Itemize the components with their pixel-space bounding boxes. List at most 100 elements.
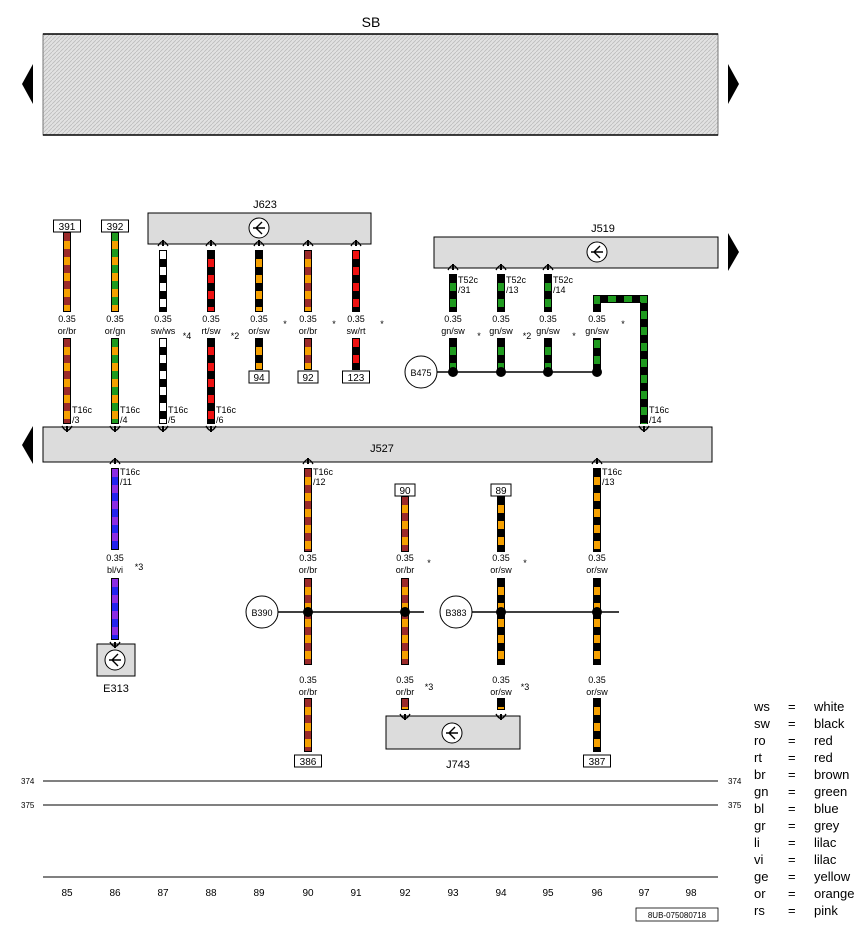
wire-note: *3 <box>521 682 530 692</box>
wire-ref-391-box[interactable] <box>53 219 81 233</box>
wire-ref-90: 90 <box>399 486 411 497</box>
column-number-92: 92 <box>399 888 411 899</box>
connector-pin <box>542 264 554 271</box>
wire-ref-90-box[interactable] <box>394 483 416 497</box>
splice-node <box>592 367 602 377</box>
wire-color-label: sw/rt <box>347 326 366 336</box>
splice-node <box>448 367 458 377</box>
legend-code: bl <box>754 801 765 816</box>
pin-number-label: /11 <box>120 477 132 487</box>
connector-pin <box>157 425 169 432</box>
pin-label: T16c <box>120 467 141 477</box>
legend-name: brown <box>814 767 850 782</box>
wire-note: * <box>380 319 384 329</box>
column-number-85: 85 <box>61 888 73 899</box>
legend-name: blue <box>814 801 839 816</box>
wire-ref-89: 89 <box>495 486 507 497</box>
legend-name: orange <box>814 886 855 901</box>
legend-equals: = <box>788 852 796 867</box>
legend-equals: = <box>788 886 796 901</box>
wire-color-label: gn/sw <box>441 326 465 336</box>
legend-equals: = <box>788 716 796 731</box>
wire-color-label: or/sw <box>490 565 512 575</box>
wire-96-upper-a <box>593 295 648 424</box>
wire-ref-89-box[interactable] <box>490 483 512 497</box>
legend-equals: = <box>788 835 796 850</box>
column-number-91: 91 <box>350 888 362 899</box>
wire-ref-386-box[interactable] <box>294 754 322 768</box>
wire-ref-92: 92 <box>302 373 314 384</box>
wires-layer <box>63 232 648 752</box>
wire-color-label: rt/sw <box>202 326 221 336</box>
connector-pin <box>109 458 121 465</box>
wire-ref-387-box[interactable] <box>583 754 611 768</box>
document-id: 8UB-075080718 <box>648 911 707 920</box>
legend-equals: = <box>788 767 796 782</box>
control-unit-icon <box>248 217 270 239</box>
wire-size-label: 0.35 <box>492 675 510 685</box>
wire-ref-392-box[interactable] <box>101 219 129 233</box>
splice-node <box>400 607 410 617</box>
connector-pin <box>350 240 362 247</box>
wire-ref-392: 392 <box>107 222 124 233</box>
wire-size-label: 0.35 <box>299 553 317 563</box>
column-number-95: 95 <box>542 888 554 899</box>
wire-note: * <box>332 319 336 329</box>
wire-note: * <box>477 331 481 341</box>
legend-row: ws=white <box>754 698 854 715</box>
ground-b390-label: B390 <box>251 608 272 618</box>
connector-pin <box>61 425 73 432</box>
wire-color-label: gn/sw <box>536 326 560 336</box>
wire-note: * <box>621 319 625 329</box>
column-number-89: 89 <box>253 888 265 899</box>
connector-pin <box>447 264 459 271</box>
wire-size-label: 0.35 <box>492 553 510 563</box>
column-number-97: 97 <box>638 888 650 899</box>
wire-size-label: 0.35 <box>299 314 317 324</box>
legend-name: lilac <box>814 835 837 850</box>
control-unit-icon <box>104 649 126 671</box>
module-j519-label: J519 <box>591 223 615 235</box>
wire-size-label: 0.35 <box>106 553 124 563</box>
wire-size-label: 0.35 <box>588 675 606 685</box>
legend-equals: = <box>788 818 796 833</box>
legend-equals: = <box>788 869 796 884</box>
legend-row: bl=blue <box>754 800 854 817</box>
page-left-arrow[interactable] <box>22 64 33 104</box>
wire-note: * <box>572 331 576 341</box>
legend-code: ro <box>754 733 766 748</box>
wire-size-label: 0.35 <box>588 553 606 563</box>
legend-code: sw <box>754 716 770 731</box>
column-number-88: 88 <box>205 888 217 899</box>
wire-size-label: 0.35 <box>539 314 557 324</box>
wire-note: * <box>523 558 527 568</box>
column-number-93: 93 <box>447 888 459 899</box>
ground-b475-label: B475 <box>410 368 431 378</box>
ground-b383-label: B383 <box>445 608 466 618</box>
wire-size-label: 0.35 <box>492 314 510 324</box>
wire-ref-94-box[interactable] <box>248 370 270 384</box>
wire-ref-92-box[interactable] <box>297 370 319 384</box>
page-right-arrow[interactable] <box>728 233 739 271</box>
connector-pin <box>109 641 121 648</box>
page-right-arrow[interactable] <box>728 64 739 104</box>
legend-name: pink <box>814 903 838 918</box>
connector-pin <box>302 240 314 247</box>
wire-color-label: gn/sw <box>585 326 609 336</box>
pin-number-label: /4 <box>120 415 128 425</box>
ref-375-left: 375 <box>21 801 35 810</box>
labels-layer: 3910.35or/brT16c/33920.35or/gnT16c/40.35… <box>53 219 697 899</box>
wire-color-label: or/br <box>299 326 318 336</box>
wire-color-label: or/sw <box>586 565 608 575</box>
document-id-box <box>635 907 719 922</box>
legend-equals: = <box>788 699 796 714</box>
wire-size-label: 0.35 <box>299 675 317 685</box>
legend-name: red <box>814 750 833 765</box>
wire-color-label: or/br <box>299 687 318 697</box>
page-left-arrow[interactable] <box>22 426 33 464</box>
wire-ref-123-box[interactable] <box>342 370 370 384</box>
pin-label: T52c <box>506 275 527 285</box>
connector-pin <box>157 240 169 247</box>
legend-row: ge=yellow <box>754 868 854 885</box>
